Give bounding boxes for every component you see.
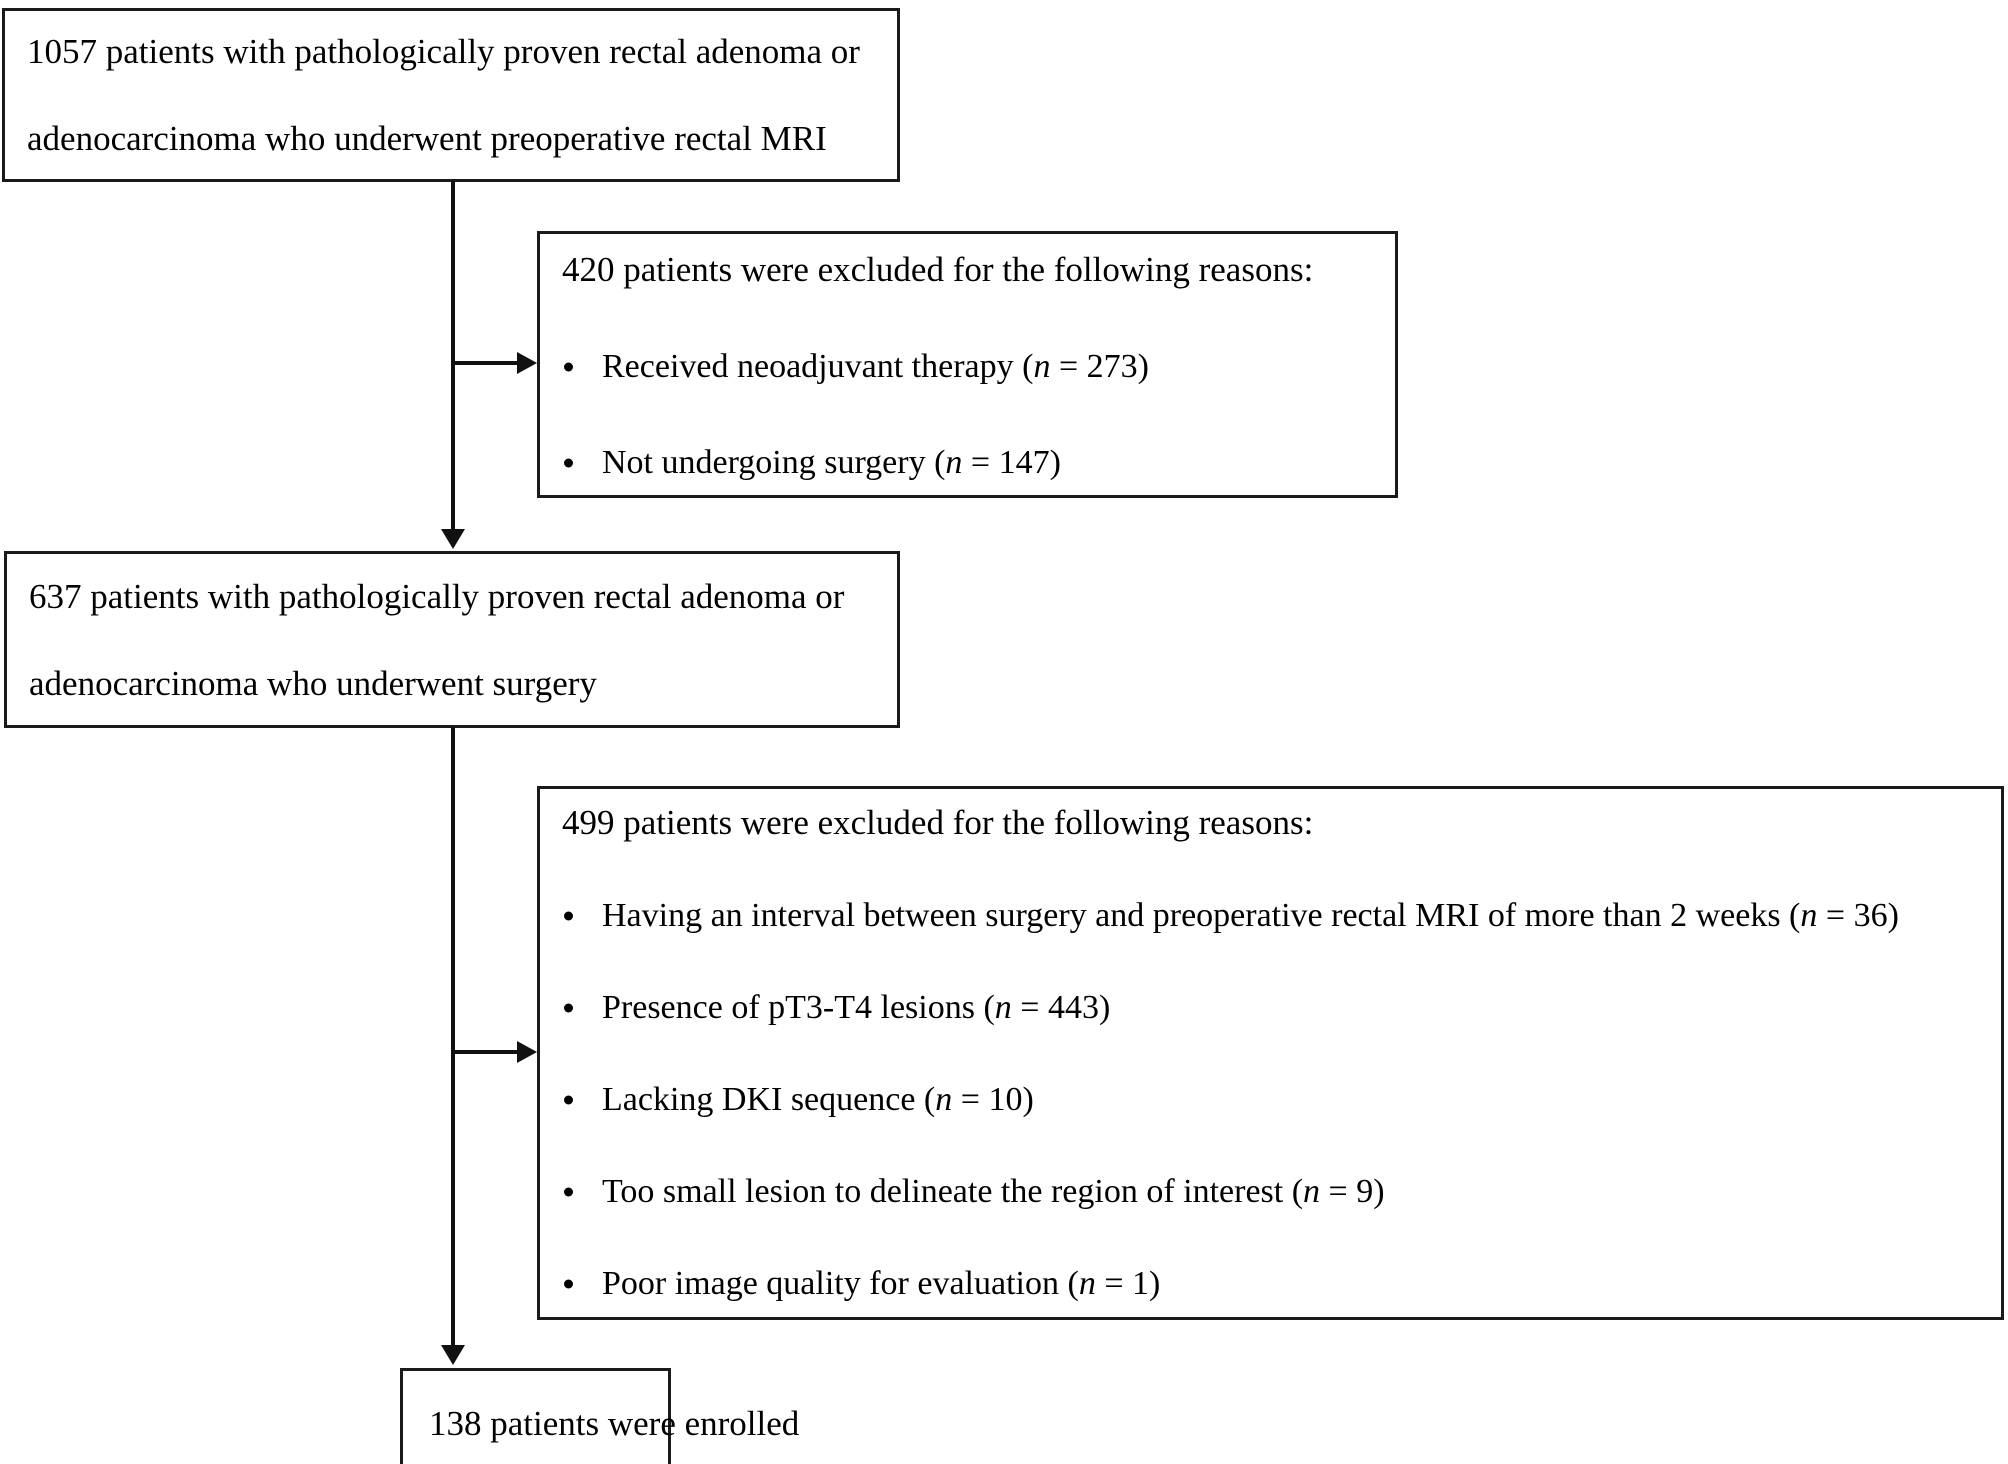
bullet-n-symbol: n bbox=[1033, 347, 1051, 385]
bullet-close-paren: ) bbox=[1149, 1265, 1161, 1302]
bullet-n-value: 9 bbox=[1356, 1173, 1374, 1210]
node-enrolled-cohort: 138 patients were enrolled bbox=[400, 1368, 800, 1464]
arrowhead-right-icon bbox=[517, 352, 537, 374]
connector-surgery-to-enrolled bbox=[451, 727, 455, 1347]
exclusion-first-heading: 420 patients were excluded for the follo… bbox=[562, 249, 1314, 289]
bullet-n-symbol: n bbox=[1800, 897, 1818, 934]
bullet-text: Received neoadjuvant therapy ( bbox=[602, 347, 1034, 385]
bullet-close-paren: ) bbox=[1887, 897, 1899, 934]
bullet-dot-icon bbox=[564, 1095, 573, 1105]
connector-source-to-surgery bbox=[451, 181, 455, 531]
list-item: Lacking DKI sequence (n = 10) bbox=[540, 1081, 2001, 1119]
enrolled-cohort-line-1: 138 patients were enrolled bbox=[429, 1403, 800, 1443]
list-item: Having an interval between surgery and p… bbox=[540, 897, 2001, 935]
list-item: Not undergoing surgery (n = 147) bbox=[540, 444, 1395, 482]
node-exclusion-first: 420 patients were excluded for the follo… bbox=[537, 231, 1398, 498]
node-exclusion-second: 499 patients were excluded for the follo… bbox=[537, 786, 2004, 1320]
bullet-text: Presence of pT3-T4 lesions ( bbox=[602, 989, 995, 1026]
list-item: Poor image quality for evaluation (n = 1… bbox=[540, 1265, 2001, 1303]
bullet-n-value: 36 bbox=[1853, 897, 1888, 934]
bullet-n-symbol: n bbox=[994, 989, 1012, 1026]
source-cohort-line-1: 1057 patients with pathologically proven… bbox=[27, 32, 860, 71]
bullet-close-paren: ) bbox=[1373, 1173, 1385, 1210]
list-item: Too small lesion to delineate the region… bbox=[540, 1173, 2001, 1211]
connector-to-exclusion-first bbox=[451, 361, 519, 365]
bullet-text: Too small lesion to delineate the region… bbox=[602, 1173, 1304, 1210]
bullet-close-paren: ) bbox=[1022, 1081, 1034, 1118]
bullet-text: Lacking DKI sequence ( bbox=[602, 1081, 936, 1118]
arrowhead-right-icon bbox=[517, 1041, 537, 1063]
bullet-n-value: 443 bbox=[1047, 989, 1099, 1026]
bullet-n-value: 10 bbox=[988, 1081, 1023, 1118]
exclusion-second-heading: 499 patients were excluded for the follo… bbox=[562, 803, 1314, 842]
bullet-n-symbol: n bbox=[1078, 1265, 1096, 1302]
bullet-n-value: 273 bbox=[1086, 347, 1138, 385]
node-source-cohort: 1057 patients with pathologically proven… bbox=[2, 8, 900, 182]
bullet-dot-icon bbox=[564, 1279, 573, 1289]
bullet-n-symbol: n bbox=[935, 1081, 953, 1118]
bullet-dot-icon bbox=[564, 911, 573, 921]
surgery-cohort-line-1: 637 patients with pathologically proven … bbox=[29, 576, 845, 616]
list-item: Received neoadjuvant therapy (n = 273) bbox=[540, 348, 1395, 386]
bullet-eq: = bbox=[962, 443, 999, 481]
bullet-dot-icon bbox=[564, 458, 573, 467]
connector-to-exclusion-second bbox=[451, 1050, 519, 1054]
bullet-n-value: 147 bbox=[998, 443, 1050, 481]
bullet-eq: = bbox=[1011, 989, 1048, 1026]
node-surgery-cohort: 637 patients with pathologically proven … bbox=[4, 551, 900, 728]
exclusion-first-bullet-list: Received neoadjuvant therapy (n = 273) N… bbox=[540, 290, 1395, 482]
bullet-close-paren: ) bbox=[1137, 347, 1149, 385]
bullet-dot-icon bbox=[564, 362, 573, 371]
bullet-eq: = bbox=[952, 1081, 989, 1118]
bullet-eq: = bbox=[1817, 897, 1854, 934]
exclusion-second-bullet-list: Having an interval between surgery and p… bbox=[540, 843, 2001, 1303]
bullet-eq: = bbox=[1050, 347, 1087, 385]
bullet-dot-icon bbox=[564, 1003, 573, 1013]
bullet-dot-icon bbox=[564, 1187, 573, 1197]
arrowhead-down-icon bbox=[441, 529, 465, 549]
arrowhead-down-icon bbox=[441, 1345, 465, 1365]
bullet-eq: = bbox=[1095, 1265, 1133, 1302]
bullet-n-symbol: n bbox=[1303, 1173, 1321, 1210]
bullet-close-paren: ) bbox=[1098, 989, 1111, 1026]
bullet-text: Having an interval between surgery and p… bbox=[602, 897, 1801, 934]
bullet-close-paren: ) bbox=[1049, 443, 1061, 481]
surgery-cohort-line-2: adenocarcinoma who underwent surgery bbox=[29, 663, 597, 703]
bullet-n-value: 1 bbox=[1132, 1265, 1150, 1302]
bullet-text: Not undergoing surgery ( bbox=[602, 443, 946, 481]
bullet-text: Poor image quality for evaluation ( bbox=[602, 1265, 1079, 1302]
list-item: Presence of pT3-T4 lesions (n = 443) bbox=[540, 989, 2001, 1027]
bullet-n-symbol: n bbox=[945, 443, 963, 481]
source-cohort-line-2: adenocarcinoma who underwent preoperativ… bbox=[27, 119, 827, 158]
bullet-eq: = bbox=[1320, 1173, 1357, 1210]
